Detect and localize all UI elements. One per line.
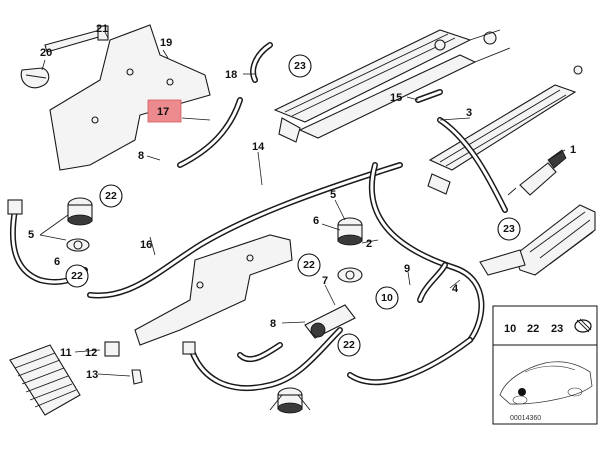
- circled-label-22-d: 22: [337, 333, 361, 357]
- leader-lines: [39, 31, 566, 377]
- inset-box: 10 22 23 00014360: [492, 305, 598, 425]
- highlighted-label-17: 17: [147, 99, 182, 123]
- circled-label-23-top: 23: [288, 54, 312, 78]
- intake-manifold: [479, 204, 596, 276]
- clip-20: [20, 67, 50, 89]
- circled-label-22-b: 22: [65, 264, 89, 288]
- svg-text:22: 22: [343, 339, 355, 351]
- label-5-left: 5: [28, 229, 34, 241]
- svg-text:22: 22: [71, 270, 83, 282]
- label-20: 20: [40, 47, 52, 59]
- circled-label-23-right: 23: [497, 217, 521, 241]
- clamp-13: [131, 369, 143, 385]
- label-4: 4: [452, 283, 459, 295]
- reference-number: 00014360: [510, 415, 541, 422]
- label-1: 1: [570, 144, 576, 156]
- part-labels: 21 20 19 18 15 3 1 8 14 5 6 16 5 6 2 9 7…: [28, 23, 576, 381]
- label-2: 2: [366, 238, 372, 250]
- label-19: 19: [160, 37, 172, 49]
- left-connector: [7, 199, 196, 355]
- lower-valve: [269, 387, 311, 414]
- label-8-top: 8: [138, 150, 144, 162]
- circled-label-10: 10: [375, 286, 399, 310]
- label-9: 9: [404, 263, 410, 275]
- clamp-12: [104, 341, 120, 357]
- svg-text:22: 22: [105, 190, 117, 202]
- fuel-rail-upper: [273, 29, 511, 143]
- circled-label-22-c: 22: [297, 253, 321, 277]
- pressure-regulator: [304, 304, 356, 339]
- label-3: 3: [466, 107, 472, 119]
- bracket-19: [49, 24, 211, 171]
- car-silhouette: [499, 361, 593, 405]
- cable-tie: [44, 25, 109, 53]
- circled-label-22-a: 22: [99, 184, 123, 208]
- label-15: 15: [390, 92, 402, 104]
- label-11: 11: [60, 347, 72, 359]
- inset-label-22: 22: [527, 323, 539, 335]
- label-6-center: 6: [313, 215, 319, 227]
- label-14: 14: [252, 141, 265, 153]
- svg-text:10: 10: [381, 292, 393, 304]
- label-18: 18: [225, 69, 237, 81]
- label-12: 12: [85, 347, 97, 359]
- label-6-left: 6: [54, 256, 60, 268]
- bellows-hose: [9, 344, 81, 416]
- bracket-16: [134, 234, 293, 346]
- valve-center: [337, 217, 363, 283]
- valve-left: [66, 197, 93, 252]
- label-5-center: 5: [330, 189, 336, 201]
- svg-text:22: 22: [303, 259, 315, 271]
- label-13: 13: [86, 369, 98, 381]
- hose-network: [9, 42, 508, 392]
- svg-text:23: 23: [503, 223, 515, 235]
- clamp-icon: [574, 318, 592, 333]
- label-8-bottom: 8: [270, 318, 276, 330]
- svg-text:23: 23: [294, 60, 306, 72]
- svg-text:17: 17: [157, 106, 169, 118]
- inset-label-10: 10: [504, 323, 516, 335]
- label-21: 21: [96, 23, 108, 35]
- fuel-injector: [507, 149, 567, 196]
- inset-label-23: 23: [551, 323, 563, 335]
- label-7: 7: [322, 275, 328, 287]
- label-16: 16: [140, 239, 152, 251]
- circled-labels: 23 22 22 22 10 22 23: [65, 54, 521, 357]
